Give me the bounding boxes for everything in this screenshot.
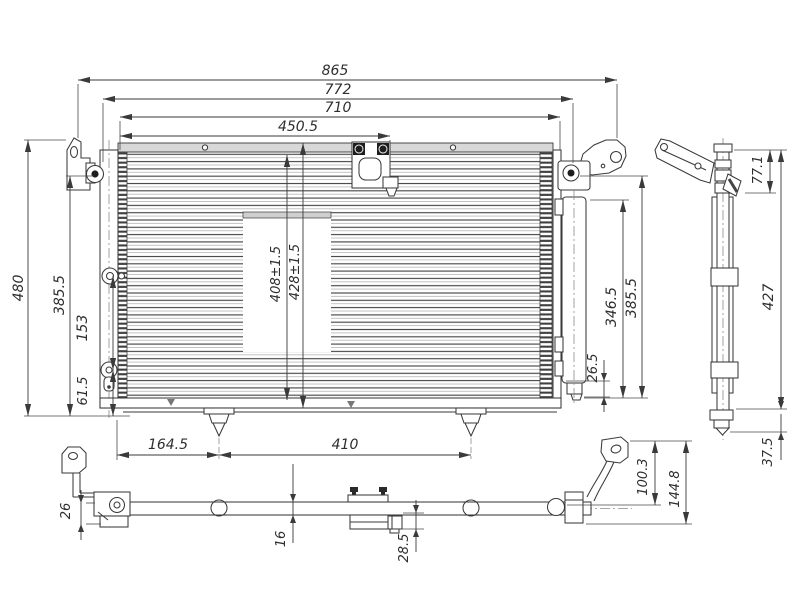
center-pin-fitting [382,176,399,189]
dim-core-width: 710 [325,100,352,116]
dim-top-bracket-offset: 450.5 [278,119,318,135]
receiver-drier [554,190,587,404]
side-fitting [722,173,742,197]
drain-mark-1 [167,399,175,406]
dim-pin-left-offset: 164.5 [148,437,188,453]
dim-bar-thickness: 16 [274,531,289,548]
dim-overall-height: 480 [11,275,27,302]
dim-side-bottom-line [778,401,784,460]
dim-port-spacing: 153 [75,315,91,342]
dim-pin-spacing: 410 [332,437,359,453]
side-top-bracket [654,138,715,184]
lower-bar [127,501,592,516]
side-view [654,138,742,440]
top-center-bracket [351,141,399,197]
bottom-left-bracket [61,446,131,528]
core-right-serration [539,151,553,400]
bar-clip-right [462,499,480,517]
dim-mounting-width: 772 [325,82,352,98]
dim-center-drop-line [413,500,419,552]
top-right-bracket [557,139,627,191]
dim-lower-port-height: 61.5 [76,377,91,406]
header-screw-left [201,144,209,151]
bottom-bar [99,397,562,409]
bottom-pin-right [455,407,487,459]
dim-right-mount-height: 385.5 [624,278,640,318]
dim-overall-width: 865 [322,63,349,79]
dim-bar-thickness-line [290,464,296,543]
bottom-view [61,436,632,534]
drain-mark-2 [347,401,355,408]
side-clamp-lower [710,361,739,379]
side-clamp-upper [710,267,739,287]
dim-lower-left-depth: 26 [59,503,74,520]
bar-clip-left [210,499,228,517]
drier-clamp-top [554,198,564,216]
dim-lower-bracket-height: 144.8 [668,470,683,507]
dim-drier-length: 346.5 [604,287,620,327]
header-screw-right [449,144,457,151]
dim-left-mount-height: 385.5 [52,275,68,315]
drier-clamp-mid [554,336,564,353]
top-left-bracket [66,137,105,191]
bottom-center-bracket [347,487,403,534]
bottom-right-bracket [546,436,629,524]
dim-core-height-b: 428±1.5 [288,244,303,300]
dim-core-height-a: 408±1.5 [269,246,284,302]
front-view [66,137,627,459]
top-header [117,142,554,153]
dimension-labels: 865 772 710 450.5 480 385.5 153 61.5 408… [11,63,777,562]
dim-side-height: 427 [761,284,777,311]
dim-side-bottom-depth: 37.5 [761,438,776,467]
dim-lower-left-depth-line [78,490,84,540]
dim-drier-bottom-offset: 26.5 [586,354,601,383]
dim-side-top-depth: 77.1 [751,156,766,185]
dim-lower-bracket-rise: 100.3 [636,458,651,495]
dim-drier-bottom-offset-line [601,360,607,412]
drier-clamp-bottom [554,360,564,377]
center-fitting [387,515,403,530]
dimension-lines [24,76,785,552]
dim-center-fitting-drop: 28.5 [397,534,412,563]
side-foot [709,409,734,421]
bottom-pin-left [203,407,235,459]
core-fins [127,152,540,399]
